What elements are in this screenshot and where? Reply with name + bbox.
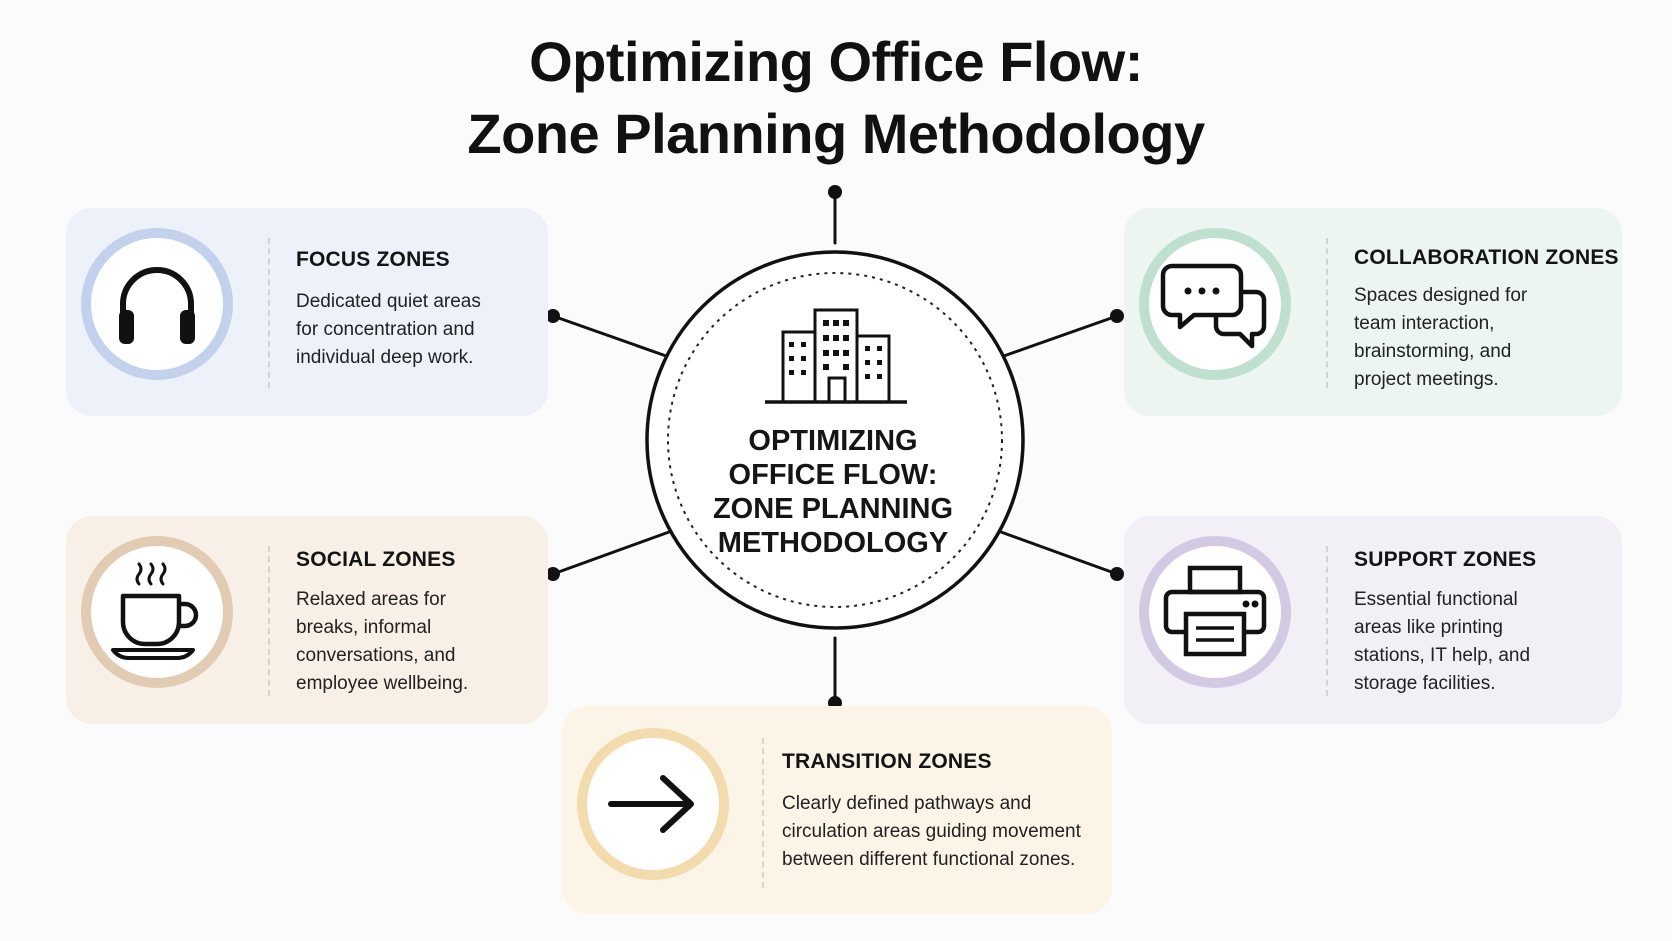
office-building-icon: [765, 308, 907, 404]
transition-zones-description: Clearly defined pathways and circulation…: [782, 790, 1081, 874]
hub-inner-dashed-ring: [667, 272, 1003, 608]
social-desc-line: Relaxed areas for: [296, 589, 446, 610]
transition-zones-heading: TRANSITION ZONES: [782, 750, 992, 773]
connector-collaboration-dot: [1110, 309, 1124, 323]
social-desc-line: employee wellbeing.: [296, 673, 469, 694]
hub-label-line-4: METHODOLOGY: [717, 527, 949, 559]
connector-social-dot: [546, 567, 560, 581]
support-divider: [1326, 546, 1328, 696]
collaboration-zones-card: COLLABORATION ZONES Spaces designed for …: [1124, 208, 1622, 416]
social-desc-line: breaks, informal: [296, 617, 432, 638]
title-line-1: Optimizing Office Flow:: [529, 30, 1143, 93]
support-desc-line: areas like printing: [1354, 617, 1503, 638]
chat-bubbles-icon: [1160, 263, 1267, 349]
transition-desc-line: circulation areas guiding movement: [782, 821, 1081, 842]
social-icon-ring: [81, 536, 233, 688]
transition-divider: [762, 738, 764, 888]
transition-zones-card: TRANSITION ZONES Clearly defined pathway…: [562, 706, 1112, 914]
focus-zones-description: Dedicated quiet areas for concentration …: [296, 288, 481, 372]
hub-label-line-3: ZONE PLANNING: [712, 493, 954, 525]
headphones-icon: [119, 267, 195, 344]
connector-focus-dot: [546, 309, 560, 323]
focus-zones-card: FOCUS ZONES Dedicated quiet areas for co…: [66, 208, 548, 416]
focus-icon-ring: [81, 228, 233, 380]
connector-collaboration: [999, 314, 1119, 359]
collaboration-desc-line: Spaces designed for: [1354, 285, 1528, 306]
title-line-2: Zone Planning Methodology: [467, 102, 1205, 165]
focus-desc-line: for concentration and: [296, 319, 475, 340]
hub-label-line-2: OFFICE FLOW:: [728, 459, 938, 491]
transition-icon-ring: [577, 728, 729, 880]
social-desc-line: conversations, and: [296, 645, 456, 666]
support-zones-card: SUPPORT ZONES Essential functional areas…: [1124, 516, 1622, 724]
collaboration-desc-line: team interaction,: [1354, 313, 1495, 334]
support-desc-line: stations, IT help, and: [1354, 645, 1531, 666]
connector-support-dot: [1110, 567, 1124, 581]
collaboration-icon-ring: [1139, 228, 1291, 380]
connector-support: [999, 530, 1119, 576]
hub-circle: [645, 250, 1025, 630]
collaboration-desc-line: brainstorming, and: [1354, 341, 1512, 362]
collaboration-zones-heading: COLLABORATION ZONES: [1354, 246, 1619, 269]
transition-desc-line: Clearly defined pathways and: [782, 793, 1032, 814]
connector-top-dot: [828, 185, 842, 199]
hub-label: OPTIMIZING OFFICE FLOW: ZONE PLANNING ME…: [660, 424, 1006, 560]
focus-desc-line: individual deep work.: [296, 347, 474, 368]
social-zones-card: SOCIAL ZONES Relaxed areas for breaks, i…: [66, 516, 548, 724]
support-desc-line: storage facilities.: [1354, 673, 1496, 694]
page-title: Optimizing Office Flow: Zone Planning Me…: [0, 26, 1672, 170]
support-zones-description: Essential functional areas like printing…: [1354, 586, 1530, 698]
social-zones-heading: SOCIAL ZONES: [296, 548, 456, 571]
support-zones-heading: SUPPORT ZONES: [1354, 548, 1537, 571]
connector-social: [551, 530, 671, 576]
focus-desc-line: Dedicated quiet areas: [296, 291, 481, 312]
collaboration-zones-description: Spaces designed for team interaction, br…: [1354, 282, 1527, 394]
transition-desc-line: between different functional zones.: [782, 849, 1076, 870]
coffee-cup-icon: [111, 562, 199, 660]
collaboration-divider: [1326, 238, 1328, 388]
support-icon-ring: [1139, 536, 1291, 688]
hub-label-line-1: OPTIMIZING: [748, 425, 918, 457]
connector-focus: [551, 314, 671, 359]
social-divider: [268, 546, 270, 696]
printer-icon: [1163, 565, 1267, 657]
social-zones-description: Relaxed areas for breaks, informal conve…: [296, 586, 468, 698]
collaboration-desc-line: project meetings.: [1354, 369, 1499, 390]
support-desc-line: Essential functional: [1354, 589, 1518, 610]
focus-zones-heading: FOCUS ZONES: [296, 248, 450, 271]
arrow-right-icon: [608, 775, 694, 833]
focus-divider: [268, 238, 270, 388]
